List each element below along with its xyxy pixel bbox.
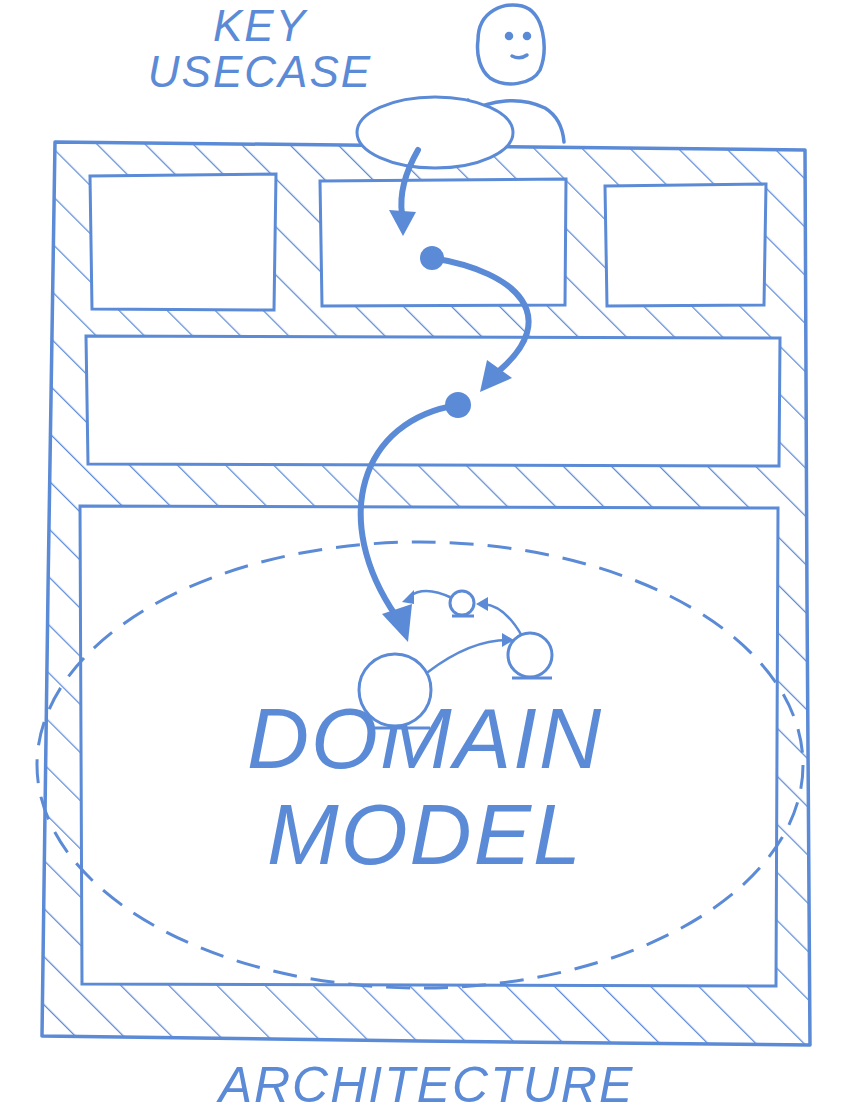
- node-outline: [355, 95, 515, 170]
- figure-mouth: [512, 55, 527, 58]
- dashed-boundary: [37, 542, 803, 988]
- node-label: KEY USECASE: [140, 3, 380, 95]
- layer-box: [605, 184, 766, 306]
- usecase-outline: [357, 97, 513, 168]
- layer-box: [320, 179, 566, 306]
- domain-object: [450, 591, 474, 615]
- service-layer-band: [86, 336, 780, 466]
- architecture-frame: [42, 142, 810, 1045]
- arrow-head: [502, 633, 514, 647]
- arrow-head: [476, 597, 488, 611]
- architecture-frame-node: ARCHITECTUREDOMAIN MODEL: [45, 140, 808, 1045]
- flow-arrow: [401, 150, 418, 214]
- figure-eye: [507, 34, 512, 39]
- usecase-ellipse: KEY USECASE: [355, 95, 515, 170]
- object-message: [428, 640, 508, 672]
- flow-arrow: [432, 258, 529, 370]
- figure-eye: [525, 34, 530, 39]
- arrow-tail-dot: [420, 246, 444, 270]
- node-label: DOMAIN MODEL: [200, 690, 650, 882]
- arrow-head: [389, 210, 416, 236]
- flow-arrows: [361, 150, 529, 672]
- arrow-heads: [382, 210, 514, 647]
- node-label: ARCHITECTURE: [45, 1057, 808, 1113]
- domain-layer-box: [80, 506, 778, 986]
- object-message: [410, 591, 452, 598]
- domain-object: [508, 633, 552, 677]
- object-shadow: [372, 616, 552, 728]
- domain-model-ellipse: DOMAIN MODEL: [35, 540, 805, 990]
- domain-object: [359, 654, 431, 726]
- arrow-tail-dot: [445, 392, 471, 418]
- arrow-head: [480, 360, 512, 392]
- layer-box: [90, 174, 276, 310]
- arrow-head: [402, 590, 414, 604]
- flow-arrow: [361, 405, 458, 616]
- domain-objects: [359, 591, 552, 728]
- figure-head: [478, 5, 545, 84]
- arrow-head: [382, 604, 412, 642]
- object-message: [484, 604, 522, 636]
